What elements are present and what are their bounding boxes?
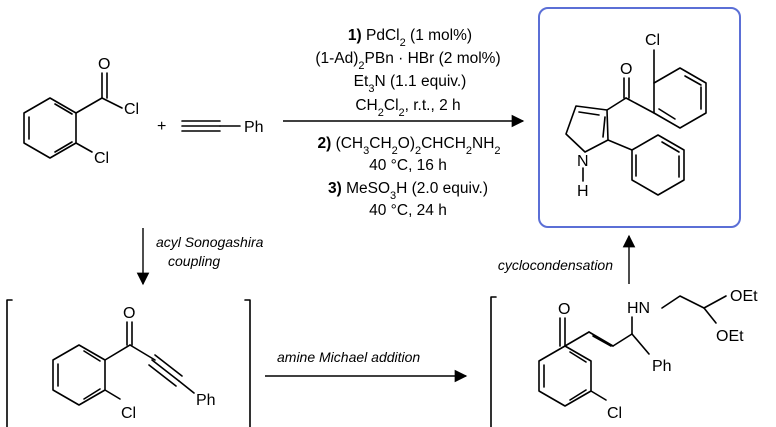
step1-line2: (1-Ad)2PBn · HBr (2 mol%) [315,50,500,72]
product-highlight-box [538,7,741,228]
enaminone-intermediate: O HN Ph Cl OEt OEt [490,288,758,427]
acid-chloride-structure: O Cl Cl [23,56,139,167]
sonogashira-label-1: acyl Sonogashira [156,234,264,250]
michael-addition-label: amine Michael addition [277,349,420,365]
acid-chloride-ring-cl-label: Cl [94,150,109,167]
step1-line1: 1) PdCl2 (1 mol%) [348,27,472,49]
ynone-cl-label: Cl [121,405,136,422]
acid-chloride-cl-label: Cl [124,101,139,118]
conditions-below-arrow: 2) (CH3CH2O)2CHCH2NH2 40 °C, 16 h 3) MeS… [317,135,500,219]
enaminone-oet2-label: OEt [716,328,744,345]
step2-line2: 40 °C, 16 h [369,157,447,174]
alkyne-ph-label: Ph [244,119,264,136]
product-cl-label: Cl [645,32,660,49]
enaminone-hn-label: HN [627,300,650,317]
sonogashira-label-2: coupling [168,253,220,269]
acid-chloride-o-label: O [98,56,110,73]
step1-line3: Et3N (1.1 equiv.) [354,73,467,95]
step1-line4: CH2Cl2, r.t., 2 h [355,97,460,119]
step3-line2: 40 °C, 24 h [369,202,447,219]
product-n-label: N [577,153,589,170]
conditions-above-arrow: 1) PdCl2 (1 mol%) (1-Ad)2PBn · HBr (2 mo… [315,27,500,119]
plus-sign: + [157,118,166,135]
enaminone-ph-label: Ph [652,358,672,375]
product-o-label: O [620,61,632,78]
enaminone-o-label: O [558,301,570,318]
step3-line1: 3) MeSO3H (2.0 equiv.) [328,180,488,202]
ynone-intermediate: O Ph Cl [6,299,251,427]
cyclocondensation-label: cyclocondensation [498,257,613,273]
ynone-ph-label: Ph [196,392,216,409]
ynone-o-label: O [123,305,135,322]
enaminone-oet1-label: OEt [730,288,758,305]
product-structure: Cl O N H [565,32,707,200]
product-h-label: H [577,183,589,200]
step2-line1: 2) (CH3CH2O)2CHCH2NH2 [317,135,500,157]
alkyne-structure: Ph [181,119,264,136]
enaminone-cl-label: Cl [607,405,622,422]
